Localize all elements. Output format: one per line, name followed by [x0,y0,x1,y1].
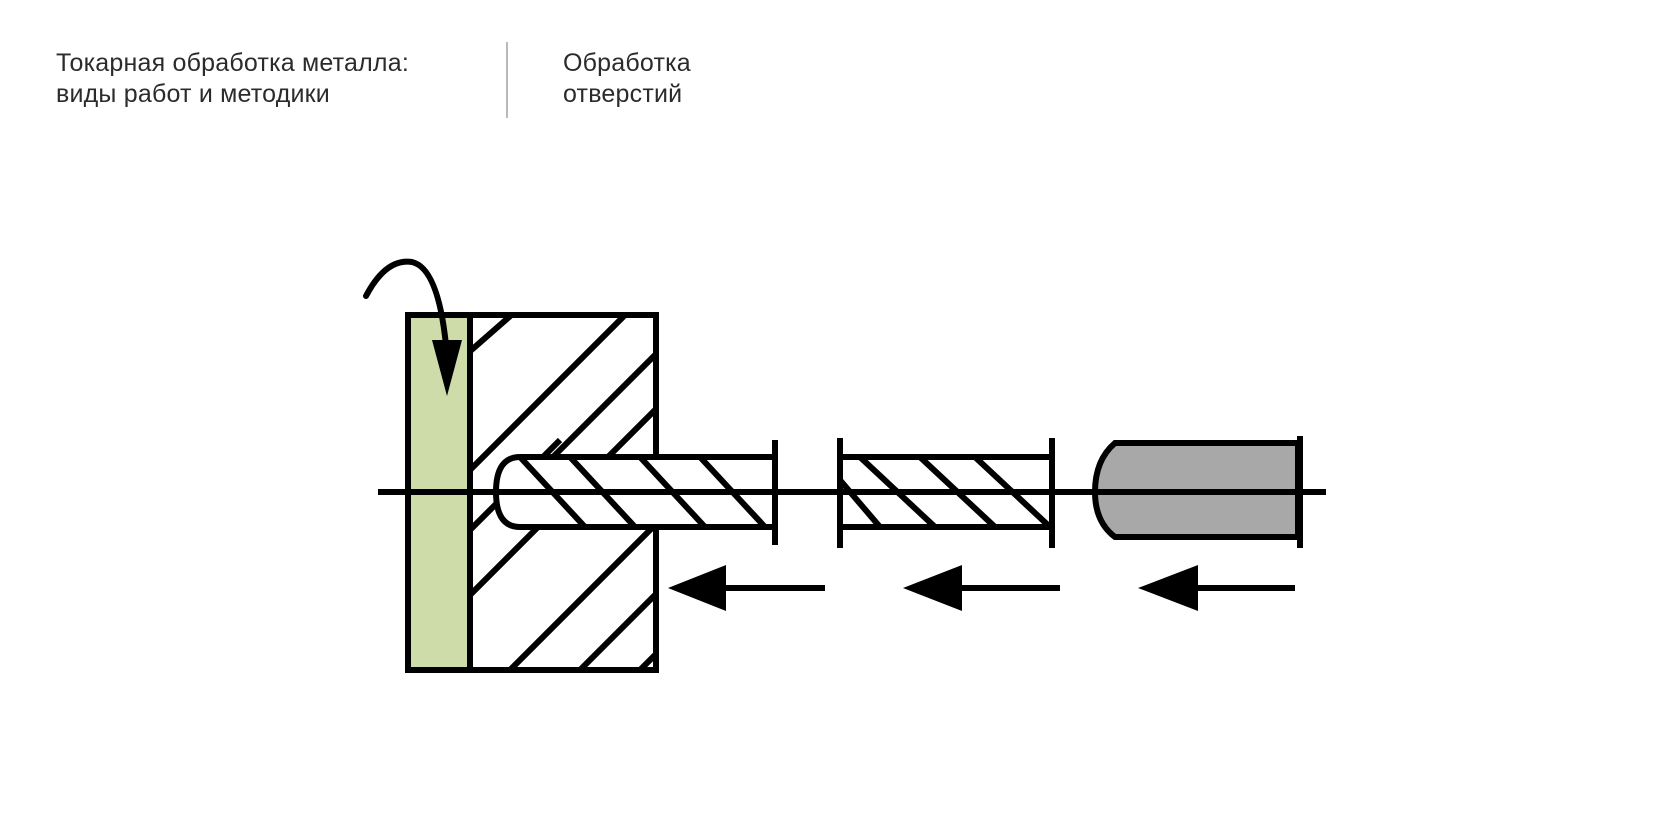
page-title: Токарная обработка металла: виды работ и… [56,48,409,110]
section-title: Обработка отверстий [563,48,691,110]
feed-arrow-3 [1138,565,1295,611]
rotation-arrow [363,258,462,396]
header-divider [506,42,508,118]
header: Токарная обработка металла: виды работ и… [0,0,1680,130]
title-line-2: виды работ и методики [56,80,330,108]
feed-arrow-2 [903,565,1060,611]
title-line-1: Токарная обработка металла: [56,49,409,77]
section-line-1: Обработка [563,49,691,77]
section-line-2: отверстий [563,80,683,108]
feed-arrow-1 [668,565,825,611]
